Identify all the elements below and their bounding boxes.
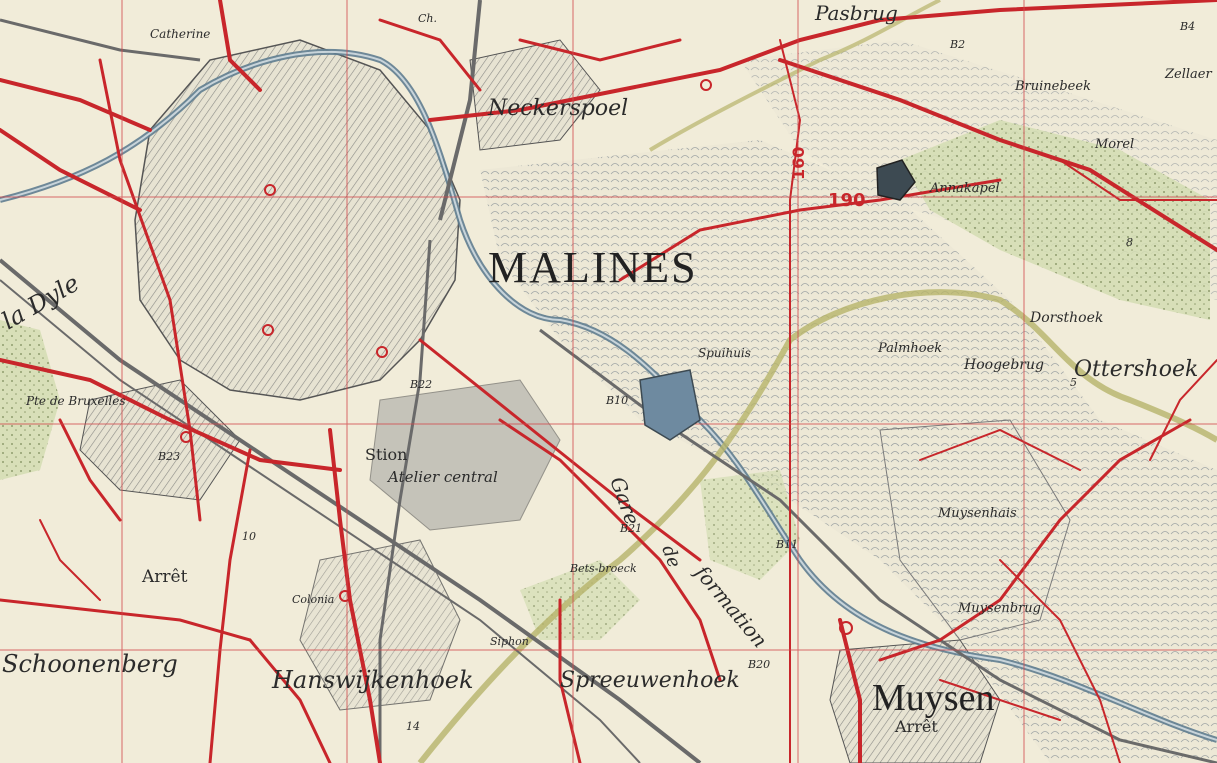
pentagon-fort-icon: [876, 159, 916, 201]
label-colonia: Colonia: [292, 593, 334, 606]
label-b21: B21: [619, 522, 642, 535]
label-muysen: Muysen: [872, 677, 994, 719]
label-neckerspoel: Neckerspoel: [487, 96, 628, 121]
label-n10: 10: [242, 530, 256, 543]
label-b20: B20: [747, 658, 770, 671]
label-b4: B4: [1179, 20, 1195, 33]
city-label-malines: MALINES: [488, 243, 698, 292]
label-atelier-central: Atelier central: [386, 468, 498, 486]
label-muysenhaus: Muysenhais: [937, 506, 1017, 521]
woodland-east: [900, 120, 1210, 320]
label-arret: Arrêt: [141, 567, 188, 587]
label-b22: B22: [409, 378, 432, 391]
canal-olive: [417, 289, 1217, 763]
label-catherine: Catherine: [150, 27, 210, 41]
industrial-blocks: [369, 379, 561, 531]
label-siphon: Siphon: [490, 635, 529, 648]
label-n14: 14: [406, 720, 420, 733]
label-station: Stion: [365, 445, 407, 464]
label-b10: B10: [605, 394, 628, 407]
label-hoogebrug: Hoogebrug: [963, 357, 1044, 373]
town-block-southwest: [79, 379, 241, 501]
label-n5: 5: [1070, 376, 1077, 389]
grid-number-190: 190: [828, 190, 866, 211]
label-ch-nekkerspoel: Ch.: [418, 12, 437, 25]
label-schoonenberg: Schoonenberg: [2, 650, 178, 678]
label-pasbrug: Pasbrug: [814, 1, 898, 25]
label-spuihuis: Spuihuis: [698, 346, 751, 360]
woodland-west: [0, 320, 60, 480]
grid-number-160: 160: [789, 147, 808, 180]
label-morel: Morel: [1094, 137, 1134, 152]
town-block-hanswijk: [299, 539, 461, 711]
polder-area-southeast: [879, 419, 1071, 641]
label-ottershoek: Ottershoek: [1074, 357, 1198, 382]
label-b11: B11: [775, 538, 798, 551]
label-bets-broeck: Bets-broeck: [569, 562, 637, 575]
label-b23: B23: [157, 450, 180, 463]
lake-spuihuis: [639, 369, 701, 441]
label-dorsthoek: Dorsthoek: [1029, 310, 1103, 326]
label-muysenbrug: Muysenbrug: [957, 601, 1041, 616]
label-palmhoek: Palmhoek: [877, 341, 942, 356]
label-zellaer: Zellaer: [1164, 67, 1212, 82]
label-pte-bruxelles: Pte de Bruxelles: [25, 394, 126, 408]
label-hanswijkenhoek: Hanswijkenhoek: [271, 666, 474, 694]
town-block-muysen: [829, 639, 1001, 763]
label-annakapel: Annakapel: [929, 181, 1000, 196]
label-spreeuwenhoek: Spreeuwenhoek: [560, 668, 740, 693]
circle-church-icon: [180, 79, 853, 635]
label-bruinebeek: Bruinebeek: [1014, 79, 1091, 94]
town-block-nekkerspoel: [469, 39, 601, 151]
label-n8: 8: [1126, 236, 1133, 249]
label-arret-muysen: Arrêt: [894, 717, 938, 736]
label-b2: B2: [949, 38, 965, 51]
